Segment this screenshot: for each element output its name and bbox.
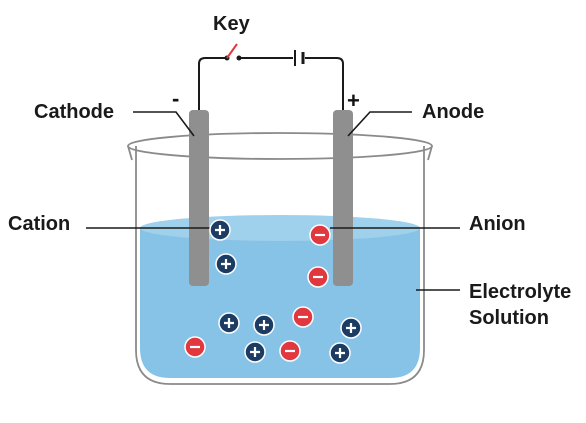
cathode-leader: [133, 111, 195, 137]
key-switch-icon: [224, 43, 242, 61]
circuit-wire: [198, 57, 344, 110]
cation-ion: [340, 317, 362, 339]
anion-ion: [307, 266, 329, 288]
key-label: Key: [213, 13, 251, 35]
cathode-sign: -: [172, 86, 179, 111]
anion-label: Anion: [469, 213, 526, 235]
cation-ion: [215, 253, 237, 275]
anode-electrode: [333, 110, 353, 286]
anion-ion: [309, 224, 331, 246]
anode-label: Anode: [422, 101, 484, 123]
beaker: [127, 132, 433, 385]
cation-ion: [218, 312, 240, 334]
anion-ion: [184, 336, 206, 358]
electrolyte-label-line2: Solution: [469, 307, 549, 329]
anode-sign: +: [347, 88, 360, 113]
cation-ion: [329, 342, 351, 364]
cation-ion: [244, 341, 266, 363]
battery-cell-icon: [294, 50, 305, 66]
cation-label: Cation: [8, 213, 70, 235]
anode-leader: [347, 111, 412, 137]
cation-ion: [209, 219, 231, 241]
leader-lines: [86, 111, 460, 291]
cathode-label: Cathode: [34, 101, 114, 123]
ions-group: [184, 219, 362, 364]
cathode-electrode: [189, 110, 209, 286]
cation-ion: [253, 314, 275, 336]
anion-ion: [292, 306, 314, 328]
electrolyte-label-line1: Electrolyte: [469, 281, 571, 303]
anion-ion: [279, 340, 301, 362]
